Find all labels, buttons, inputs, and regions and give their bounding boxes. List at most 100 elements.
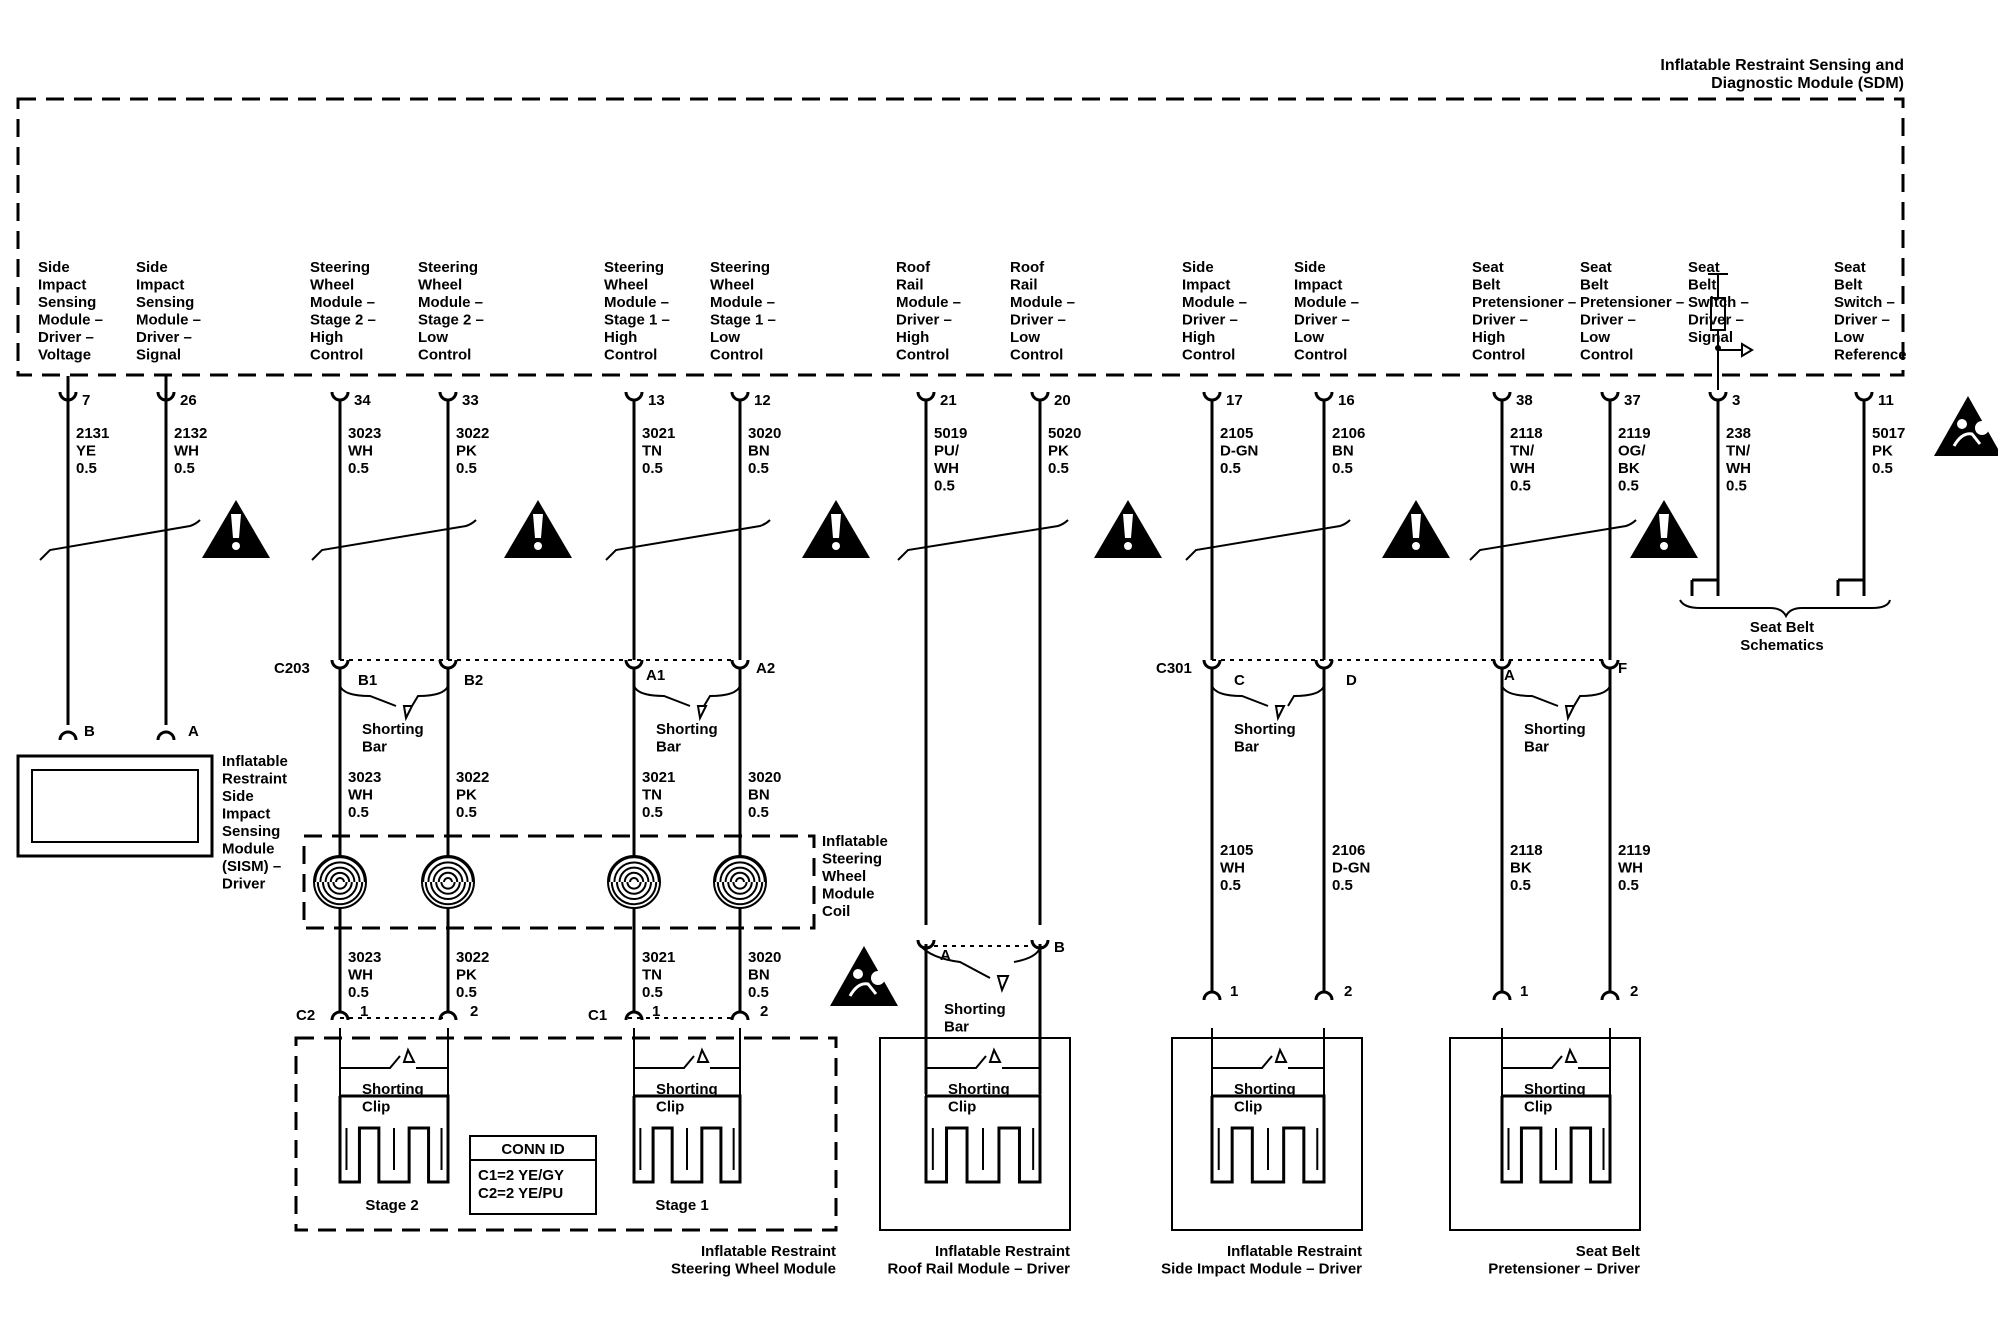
sism-label-line: Impact xyxy=(222,806,270,823)
wire-spec: TN/ xyxy=(1510,443,1535,460)
pin-description: Rail xyxy=(896,277,924,294)
pin-description: Module – xyxy=(896,294,961,311)
arrow-symbol xyxy=(1718,342,1754,358)
pin-description: Stage 1 – xyxy=(710,312,776,329)
pin-description: Side xyxy=(1294,259,1326,276)
shorting-bar-label: Shorting xyxy=(1234,721,1296,738)
conn-id-line-2: C2=2 YE/PU xyxy=(478,1185,563,1202)
wire-spec: TN xyxy=(642,967,662,984)
pin-description: Impact xyxy=(1182,277,1230,294)
sism-label-line: Driver xyxy=(222,876,266,893)
pin-description: Control xyxy=(1294,347,1347,364)
pin-description: Seat xyxy=(1472,259,1504,276)
wire xyxy=(924,944,1042,1094)
shorting-clip-label: Shorting xyxy=(1234,1081,1296,1098)
pin-description: Control xyxy=(1182,347,1235,364)
wire-spec: PK xyxy=(456,443,477,460)
pin-number: 13 xyxy=(648,392,665,409)
pin-description: Reference xyxy=(1834,347,1907,364)
wire-spec: 2118 xyxy=(1510,425,1543,442)
wire-spec: PK xyxy=(456,787,477,804)
pin-description: Driver – xyxy=(896,312,952,329)
pin-description: Module – xyxy=(136,312,201,329)
wire-spec: BK xyxy=(1618,460,1640,477)
coil-label-line: Coil xyxy=(822,903,850,920)
connector-fork xyxy=(1854,391,1874,402)
mid-wire-labels: 3023WH0.53023WH0.53022PK0.53022PK0.53021… xyxy=(348,769,1651,1001)
pin-description: Rail xyxy=(1010,277,1038,294)
c203-pin-b1: B1 xyxy=(358,672,377,689)
roof-rail-module-outline xyxy=(879,1037,1071,1231)
wire-spec: 0.5 xyxy=(934,478,955,495)
coil-icon xyxy=(607,855,661,909)
wire-spec: 5019 xyxy=(934,425,967,442)
pin-number: 20 xyxy=(1054,392,1071,409)
c1-label: C1 xyxy=(588,1007,607,1024)
wire-spec: 3023 xyxy=(348,949,381,966)
wire-spec: BK xyxy=(1510,860,1532,877)
wire-spec: PK xyxy=(1048,443,1069,460)
sism-pin-b: B xyxy=(84,723,95,740)
wire-spec: 0.5 xyxy=(456,804,477,821)
wire-spec: PK xyxy=(456,967,477,984)
pin-description: Wheel xyxy=(418,277,462,294)
sism-label-line: (SISM) – xyxy=(222,858,281,875)
shorting-clip-label: Shorting xyxy=(948,1081,1010,1098)
pin-description: Belt xyxy=(1472,277,1500,294)
sism-pin-a: A xyxy=(188,723,199,740)
shorting-bar-label: Bar xyxy=(1524,739,1549,756)
c2-label: C2 xyxy=(296,1007,315,1024)
connector-c301: C301 C D A F xyxy=(1156,659,1627,689)
conn-id-line-1: C1=2 YE/GY xyxy=(478,1167,564,1184)
wire-spec: 2118 xyxy=(1510,842,1543,859)
switch-symbol xyxy=(1708,273,1728,390)
connector-fork xyxy=(1202,659,1222,670)
module-pin: 1 xyxy=(652,1003,660,1020)
sism-label-line: Sensing xyxy=(222,823,280,840)
wire-spec: 0.5 xyxy=(1510,478,1531,495)
pin-description: Module – xyxy=(710,294,775,311)
pin-description: High xyxy=(896,329,929,346)
wire-spec: WH xyxy=(348,443,373,460)
pin-description: High xyxy=(1472,329,1505,346)
pin-description: Steering xyxy=(604,259,664,276)
pin-description: Side xyxy=(136,259,168,276)
twist-mark xyxy=(897,519,1069,561)
wire-spec: 3020 xyxy=(748,949,781,966)
wire-spec: 2131 xyxy=(76,425,109,442)
warning-icon xyxy=(1382,500,1450,558)
pin-description: Driver – xyxy=(38,329,94,346)
connector-fork xyxy=(730,659,750,670)
wire-spec: BN xyxy=(748,443,770,460)
conn-id-title: CONN ID xyxy=(501,1141,565,1158)
wire-spec: 2132 xyxy=(174,425,207,442)
wire-spec: WH xyxy=(348,967,373,984)
pin-number: 37 xyxy=(1624,392,1641,409)
stage-1-label: Stage 1 xyxy=(655,1197,708,1214)
module-pin: 2 xyxy=(470,1003,478,1020)
pin-description: Control xyxy=(1580,347,1633,364)
module-pin: 2 xyxy=(760,1003,768,1020)
connector-fork xyxy=(438,391,458,402)
pin-number: 26 xyxy=(180,392,197,409)
warning-icon xyxy=(802,500,870,558)
wire-spec: 2119 xyxy=(1618,425,1651,442)
roof-pin-a: A xyxy=(940,947,951,964)
wire-spec: TN xyxy=(642,787,662,804)
pin-description: Switch – xyxy=(1834,294,1895,311)
wire-spec: 0.5 xyxy=(1332,460,1353,477)
connector-fork xyxy=(1600,659,1620,670)
wire-spec: 2105 xyxy=(1220,425,1253,442)
pin-description: Wheel xyxy=(310,277,354,294)
wire-spec: WH xyxy=(1726,460,1751,477)
wire-spec: 0.5 xyxy=(748,804,769,821)
c301-pin-a: A xyxy=(1504,667,1515,684)
steering-wheel-coil-outline xyxy=(302,834,816,930)
wire-spec: TN xyxy=(642,443,662,460)
